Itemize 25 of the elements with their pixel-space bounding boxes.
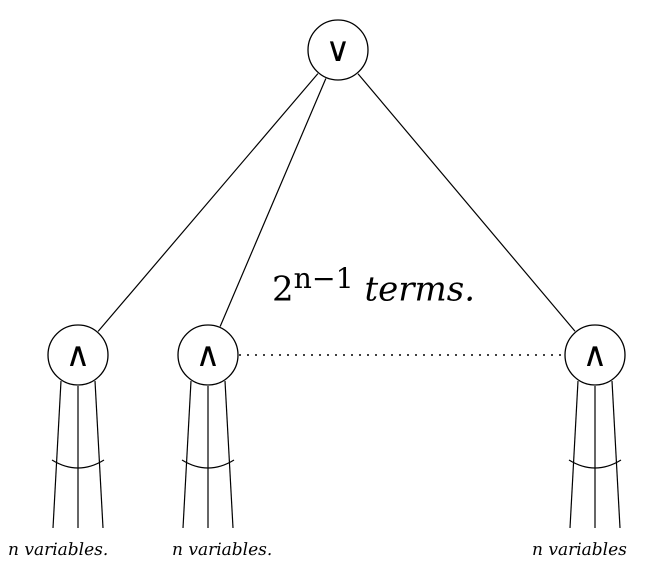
input-line <box>569 380 579 528</box>
connector-line <box>98 73 318 332</box>
input-line <box>94 380 104 528</box>
operator-symbol: ∨ <box>326 33 350 67</box>
input-label: n variables <box>532 540 627 560</box>
input-line <box>224 380 234 528</box>
operator-symbol: ∧ <box>66 338 90 372</box>
input-line <box>182 380 192 528</box>
input-line <box>77 386 79 528</box>
gate-circle <box>47 324 109 386</box>
gate-circle <box>307 19 369 81</box>
dotted-line <box>239 354 564 356</box>
input-line <box>611 380 621 528</box>
gate-circle <box>564 324 626 386</box>
operator-symbol: ∧ <box>196 338 220 372</box>
term-count-label: 2$^{n−1}$ terms. <box>272 262 476 310</box>
input-label: n variables. <box>172 540 272 560</box>
operator-symbol: ∧ <box>582 338 608 372</box>
connector-line <box>358 73 576 332</box>
input-line <box>594 386 596 528</box>
gate-circle <box>177 324 239 386</box>
input-label: n variables. <box>8 540 108 560</box>
input-line <box>207 386 209 528</box>
connector-line <box>220 78 326 327</box>
input-line <box>52 380 62 528</box>
